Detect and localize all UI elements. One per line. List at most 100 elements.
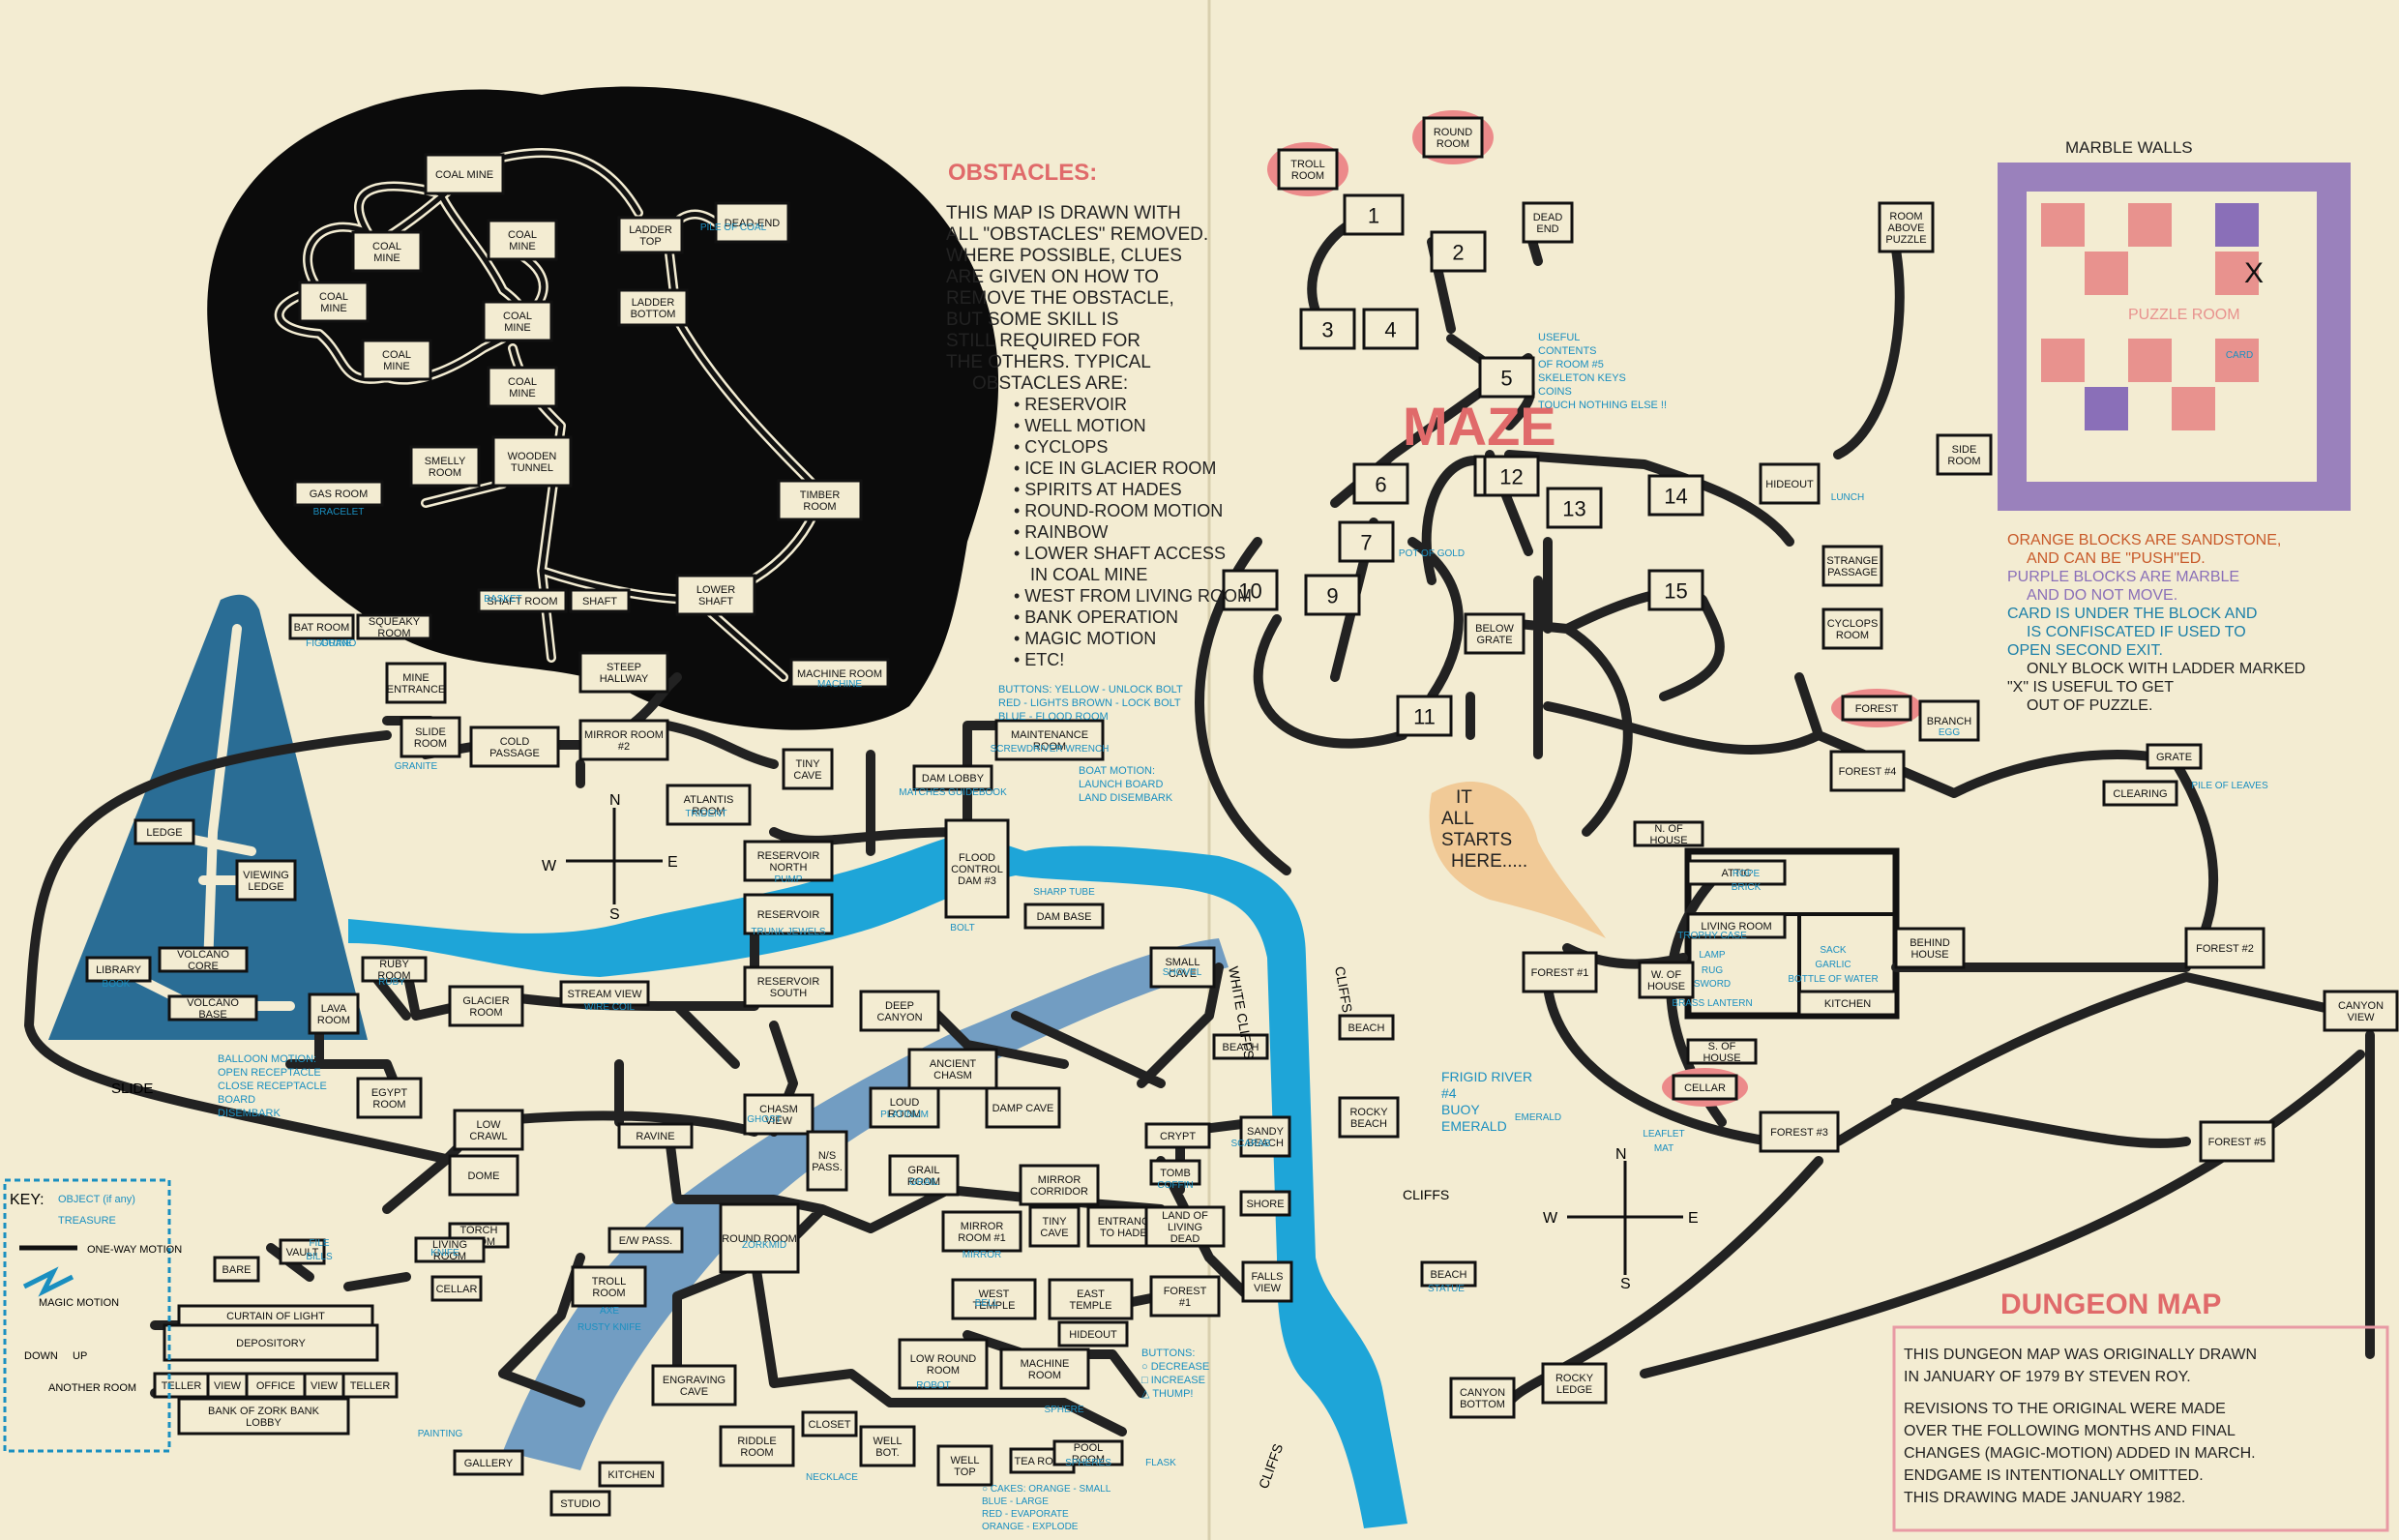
puzzle-note-line: IS CONFISCATED IF USED TO <box>2027 624 2246 640</box>
room-label: TEMPLE <box>1069 1300 1111 1312</box>
credit-line: CHANGES (MAGIC-MOTION) ADDED IN MARCH. <box>1904 1445 2256 1462</box>
room-label: FOREST <box>1855 703 1899 715</box>
room-kitchen: KITCHEN <box>1797 990 1898 1017</box>
room-label: ATTIC <box>1722 868 1752 879</box>
useful-line: COINS <box>1538 386 1572 398</box>
room-cellar-lower: CELLAR <box>430 1275 483 1302</box>
annotation-line: BOARD <box>218 1094 255 1106</box>
room-label: CAVE <box>1169 968 1197 980</box>
room-forest3: FOREST #3 <box>1759 1111 1840 1153</box>
room-coal1: COAL MINE <box>424 153 505 195</box>
obstacles-intro-4: REMOVE THE OBSTACLE, <box>946 288 1174 309</box>
useful-line: SKELETON KEYS <box>1538 372 1626 384</box>
room-label: DOME <box>468 1170 500 1182</box>
room-label: GAS ROOM <box>310 489 369 500</box>
annotation-line: BUOY <box>1441 1102 1480 1117</box>
annotation-line: RED - EVAPORATE <box>982 1509 1069 1520</box>
room-view1: VIEW <box>206 1372 249 1399</box>
room-label: COAL <box>508 229 537 241</box>
room-label: CAVE <box>793 770 821 782</box>
room-label: ROOM <box>803 501 836 513</box>
object-card: CARD <box>2226 350 2253 361</box>
room-label: ROOM #1 <box>958 1232 1006 1244</box>
room-label: LAND OF <box>1162 1210 1208 1222</box>
room-cellar: CELLAR <box>1662 1068 1748 1107</box>
object-knife: KNIFE <box>430 1248 459 1259</box>
room-label: 11 <box>1413 704 1436 728</box>
room-m15: 15 <box>1647 569 1704 611</box>
room-hideout: HIDEOUT <box>1759 462 1821 505</box>
room-dead-end: DEAD-END <box>714 201 790 244</box>
room-label: WOODEN <box>508 451 557 462</box>
room-label: VIEW <box>214 1380 242 1392</box>
room-label: COAL MINE <box>435 169 493 181</box>
annotation-line: OPEN RECEPTACLE <box>218 1067 321 1079</box>
room-label: CHASM <box>759 1104 798 1115</box>
room-shaft: SHAFT <box>569 588 631 613</box>
compass-left: N S E W <box>542 792 678 923</box>
room-label: STEEP <box>607 662 641 673</box>
room-label: 15 <box>1664 578 1687 603</box>
annotation-line: CLOSE RECEPTACLE <box>218 1081 327 1092</box>
room-label: CYCLOPS <box>1827 618 1879 630</box>
room-label: POOL <box>1074 1442 1104 1454</box>
annotation-line: △ THUMP! <box>1141 1388 1193 1400</box>
object-shovel: SHOVEL <box>1163 967 1202 978</box>
room-round: ROUND ROOM <box>719 1202 800 1274</box>
annotation-line: ORANGE - EXPLODE <box>982 1522 1079 1532</box>
room-label: TROLL <box>592 1276 626 1288</box>
room-label: CORE <box>188 961 219 972</box>
room-label: BOT. <box>875 1447 899 1459</box>
room-label: GALLERY <box>464 1458 514 1469</box>
room-label: 5 <box>1500 366 1512 390</box>
room-label: CRYPT <box>1160 1131 1196 1142</box>
room-ledge: LEDGE <box>133 818 195 845</box>
room-label: MINE <box>509 388 536 400</box>
object-rusty: RUSTY KNIFE <box>578 1322 641 1333</box>
room-m5: 5 <box>1478 356 1535 399</box>
room-reservoir: RESERVOIR <box>743 893 834 935</box>
room-label: TORCH <box>460 1225 498 1236</box>
room-label: MINE <box>509 241 536 252</box>
key-heading: KEY: <box>10 1192 44 1208</box>
room-bat: BAT ROOM <box>288 613 355 640</box>
room-label: MINE <box>320 303 347 314</box>
room-label: CHASM <box>933 1070 972 1081</box>
room-label: ROOM <box>1033 741 1066 753</box>
obstacles-intro-0: THIS MAP IS DRAWN WITH <box>946 203 1181 223</box>
compass-left-e: E <box>667 854 678 871</box>
annotation-line: BLUE - FLOOD ROOM <box>998 711 1109 723</box>
credit-line: IN JANUARY OF 1979 BY STEVEN ROY. <box>1904 1369 2191 1385</box>
key-down: DOWN <box>24 1350 58 1362</box>
start-line-4: HERE..... <box>1451 851 1527 872</box>
object-sphere: SPHERE <box>1044 1405 1083 1415</box>
room-office: OFFICE <box>245 1372 307 1399</box>
object-bills: BILLS <box>306 1252 333 1262</box>
annotation-line: DISEMBARK <box>218 1108 281 1119</box>
object-sack: SACK <box>1820 945 1847 956</box>
room-label: EAST <box>1077 1288 1105 1300</box>
room-label: MINE <box>504 322 531 334</box>
room-m2: 2 <box>1430 230 1487 273</box>
room-layer: COAL MINECOALMINECOALMINECOALMINECOALMIN… <box>85 110 2399 1517</box>
room-label: PASSAGE <box>489 748 540 759</box>
room-label: MAINTENANCE <box>1011 729 1088 741</box>
object-wire: WIRE COIL <box>584 1002 636 1013</box>
object-zorkmid: ZORKMID <box>742 1240 786 1251</box>
room-label: CANYON <box>2338 1000 2384 1012</box>
room-label: LOWER <box>696 584 735 596</box>
